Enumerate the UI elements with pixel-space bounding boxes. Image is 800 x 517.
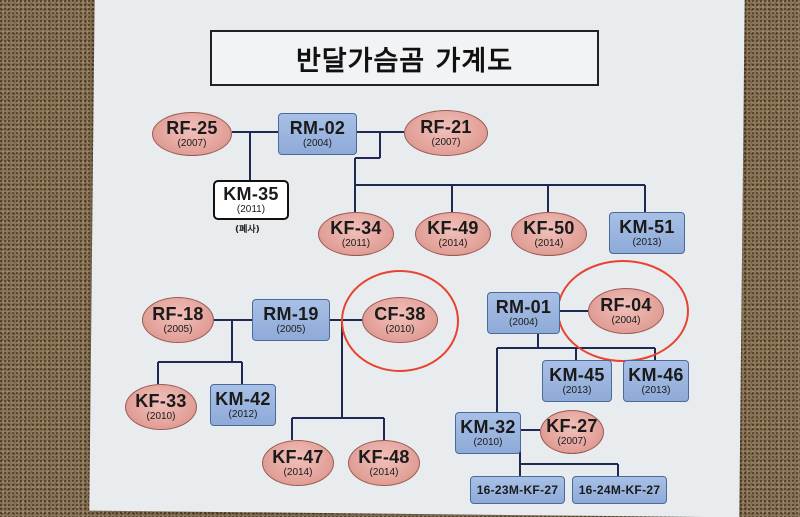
node-kf47: KF-47 (2014) [262, 440, 334, 486]
node-code: KF-47 [272, 447, 324, 467]
node-code: CF-38 [374, 304, 426, 324]
node-code: RF-18 [152, 304, 204, 324]
node-code: RM-01 [495, 297, 552, 317]
node-rf04: RF-04 (2004) [588, 288, 664, 334]
node-year: (2005) [163, 324, 193, 335]
node-code: KM-32 [460, 417, 516, 437]
page-title: 반달가슴곰 가계도 [210, 30, 599, 86]
node-code: KF-34 [330, 218, 382, 238]
node-code: 16-23M-KF-27 [476, 483, 559, 497]
node-km45: KM-45 (2013) [542, 360, 612, 402]
node-year: (2010) [385, 324, 415, 335]
node-year: (2011) [236, 204, 266, 215]
node-code: KM-46 [628, 365, 684, 385]
node-rf18: RF-18 (2005) [142, 297, 214, 343]
node-year: (2010) [146, 411, 176, 422]
node-year: (2010) [473, 437, 503, 448]
node-year: (2007) [557, 436, 587, 447]
node-year: (2014) [438, 238, 468, 249]
node-year: (2014) [283, 467, 313, 478]
node-year: (2004) [303, 138, 332, 149]
node-16-23m-kf-27: 16-23M-KF-27 [470, 476, 565, 504]
node-km32: KM-32 (2010) [455, 412, 521, 454]
node-kf27: KF-27 (2007) [540, 410, 604, 454]
node-year: (2004) [611, 315, 641, 326]
node-km51: KM-51 (2013) [609, 212, 685, 254]
node-year: (2013) [562, 385, 592, 396]
node-code: KM-51 [619, 217, 675, 237]
node-code: KF-49 [427, 218, 479, 238]
node-year: (2014) [534, 238, 564, 249]
node-code: KF-33 [135, 391, 187, 411]
node-km35: KM-35 (2011) [213, 180, 289, 220]
node-rm02: RM-02 (2004) [278, 113, 357, 155]
node-code: KF-27 [546, 416, 598, 436]
node-16-24m-kf-27: 16-24M-KF-27 [572, 476, 667, 504]
highlight-circle-cf38 [341, 270, 459, 372]
node-kf49: KF-49 (2014) [415, 212, 491, 256]
node-code: RF-21 [420, 117, 472, 137]
node-year: (2013) [641, 385, 671, 396]
node-rf25: RF-25 (2007) [152, 112, 232, 156]
node-kf50: KF-50 (2014) [511, 212, 587, 256]
node-code: KF-48 [358, 447, 410, 467]
node-code: KF-50 [523, 218, 575, 238]
node-km46: KM-46 (2013) [623, 360, 689, 402]
node-code: RF-25 [166, 118, 218, 138]
node-code: KM-45 [549, 365, 605, 385]
node-year: (2012) [228, 409, 258, 420]
node-year: (2004) [509, 317, 538, 328]
node-rm01: RM-01 (2004) [487, 292, 560, 334]
node-code: RM-19 [263, 304, 319, 324]
node-year: (2007) [177, 138, 207, 149]
node-code: RM-02 [289, 118, 346, 138]
node-rm19: RM-19 (2005) [252, 299, 330, 341]
node-year: (2011) [341, 238, 371, 249]
node-km42: KM-42 (2012) [210, 384, 276, 426]
node-kf48: KF-48 (2014) [348, 440, 420, 486]
node-kf34: KF-34 (2011) [318, 212, 394, 256]
node-year: (2007) [431, 137, 461, 148]
node-code: 16-24M-KF-27 [578, 483, 661, 497]
deceased-note: (폐사) [235, 225, 260, 235]
node-year: (2013) [632, 237, 662, 248]
node-rf21: RF-21 (2007) [404, 110, 488, 156]
node-code: RF-04 [600, 295, 652, 315]
node-code: KM-35 [223, 184, 279, 204]
node-code: KM-42 [215, 389, 271, 409]
node-year: (2005) [276, 324, 306, 335]
node-kf33: KF-33 (2010) [125, 384, 197, 430]
node-cf38: CF-38 (2010) [362, 297, 438, 343]
node-year: (2014) [369, 467, 399, 478]
